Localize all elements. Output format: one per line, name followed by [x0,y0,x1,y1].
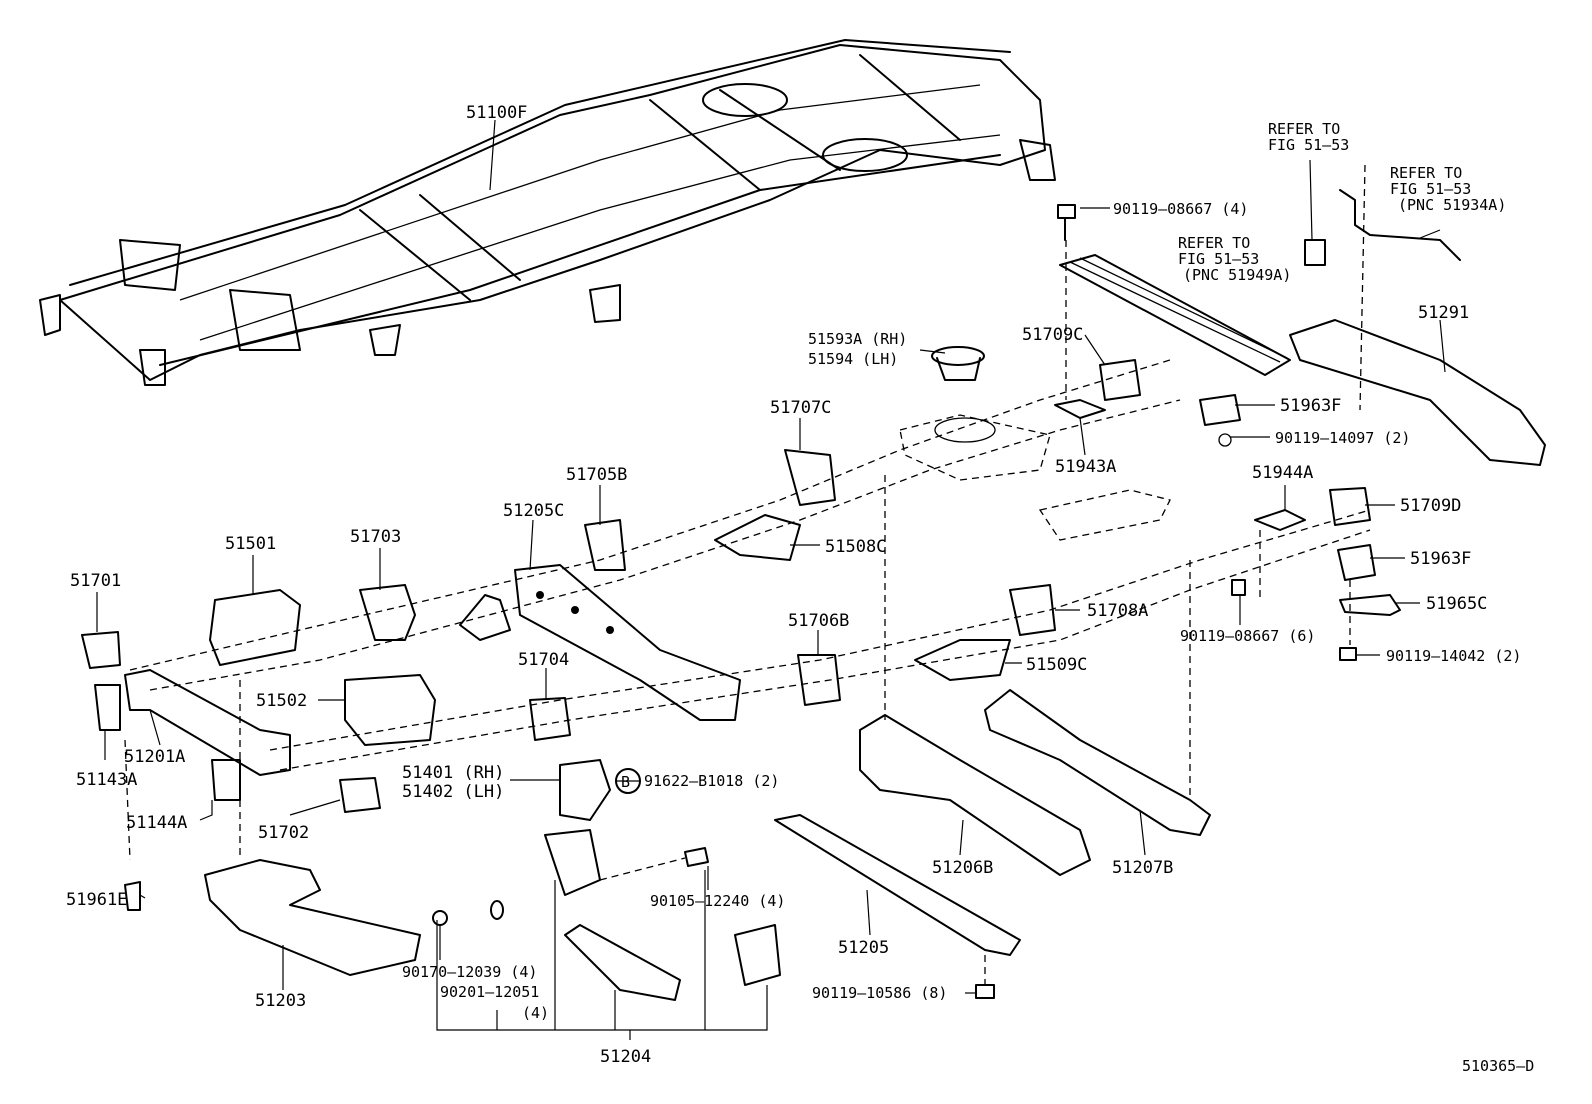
label-51709C: 51709C [1022,325,1083,345]
label-51593A: 51593A (RH) [808,330,907,348]
label-51205: 51205 [838,938,889,958]
leader-lines [96,119,1446,994]
label-51702: 51702 [258,823,309,843]
label-refer2-line2: FIG 51–53 [1390,180,1471,198]
rh-rail-outline [129,359,1181,691]
label-51205C: 51205C [503,501,564,521]
label-91622-B1018: 91622–B1018 (2) [644,772,779,790]
label-51206B: 51206B [932,858,993,878]
label-51291: 51291 [1418,303,1469,323]
label-90201-qty: (4) [522,1004,549,1022]
callout-b-marker: B [615,768,641,794]
label-51709D: 51709D [1400,496,1461,516]
label-90105-12240: 90105–12240 (4) [650,892,785,910]
label-51203: 51203 [255,991,306,1011]
label-90119-10586: 90119–10586 (8) [812,984,947,1002]
label-51509C: 51509C [1026,655,1087,675]
label-51704: 51704 [518,650,569,670]
label-51706B: 51706B [788,611,849,631]
label-51708A: 51708A [1087,601,1148,621]
label-90119-14042: 90119–14042 (2) [1386,647,1521,665]
label-refer2-line1: REFER TO [1390,164,1462,182]
label-51943A: 51943A [1055,457,1116,477]
label-90170-12039: 90170–12039 (4) [402,963,537,981]
part-shapes [81,164,1546,1040]
label-refer1-line2: FIG 51–53 [1268,136,1349,154]
center-hub-outline [899,414,1051,481]
diagram-id: 510365–D [1462,1057,1534,1075]
label-51508C: 51508C [825,537,886,557]
label-refer1-line1: REFER TO [1268,120,1340,138]
label-51703: 51703 [350,527,401,547]
lh-rail-outline [269,489,1371,771]
label-51944A: 51944A [1252,463,1313,483]
label-90119-08667-6: 90119–08667 (6) [1180,627,1315,645]
label-51207B: 51207B [1112,858,1173,878]
label-51594: 51594 (LH) [808,350,898,368]
label-90119-14097: 90119–14097 (2) [1275,429,1410,447]
label-51963F-b: 51963F [1410,549,1471,569]
part-labels: 51100F 90119–08667 (4) REFER TO FIG 51–5… [66,103,1534,1075]
svg-text:B: B [621,773,630,791]
label-51707C: 51707C [770,398,831,418]
label-90201-12051: 90201–12051 [440,983,539,1001]
label-51143A: 51143A [76,770,137,790]
label-refer3-line3: (PNC 51949A) [1183,266,1291,284]
label-51100F: 51100F [466,103,527,123]
label-refer2-line3: (PNC 51934A) [1398,196,1506,214]
label-51502: 51502 [256,691,307,711]
label-51204: 51204 [600,1047,651,1067]
label-51961E: 51961E [66,890,127,910]
frame-assembly-51100F [39,39,1056,386]
label-51401: 51401 (RH) [402,763,504,783]
label-refer3-line2: FIG 51–53 [1178,250,1259,268]
label-51705B: 51705B [566,465,627,485]
label-51501: 51501 [225,534,276,554]
label-51201A: 51201A [124,747,185,767]
label-51701: 51701 [70,571,121,591]
label-51144A: 51144A [126,813,187,833]
label-51965C: 51965C [1426,594,1487,614]
label-90119-08667-4: 90119–08667 (4) [1113,200,1248,218]
label-51963F-a: 51963F [1280,396,1341,416]
label-refer3-line1: REFER TO [1178,234,1250,252]
label-51402: 51402 (LH) [402,782,504,802]
